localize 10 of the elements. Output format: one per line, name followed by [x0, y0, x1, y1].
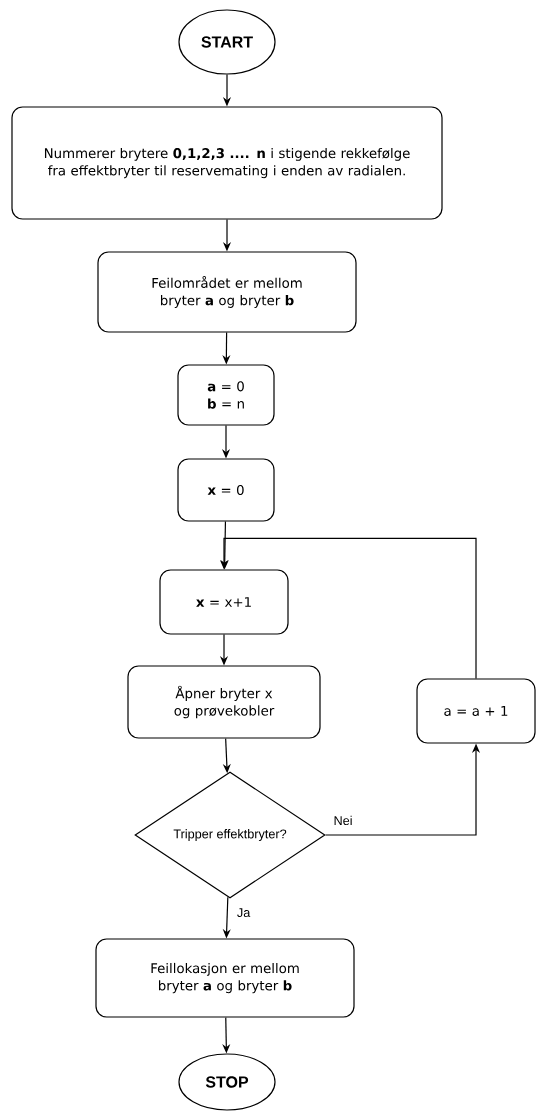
process-box: Åpner bryter x og prøvekobler [127, 665, 321, 739]
process-box: a = a + 1 [416, 678, 536, 744]
process-box: x = 0 [177, 458, 275, 522]
process-box: a = 0 b = n [177, 364, 275, 426]
process-box: Nummerer brytere 0,1,2,3 .... n i stigende rekkefølge fra effektbryter til reservemating i enden av radialen. [11, 106, 443, 220]
edge-label: Nei [332, 814, 354, 827]
edge-label: Ja [235, 906, 252, 919]
process-box: x = x+1 [159, 569, 289, 635]
process-box: Feilområdet er mellom bryter a og bryter b [97, 251, 357, 333]
process-box: Feillokasjon er mellom bryter a og bryter b [95, 938, 355, 1018]
